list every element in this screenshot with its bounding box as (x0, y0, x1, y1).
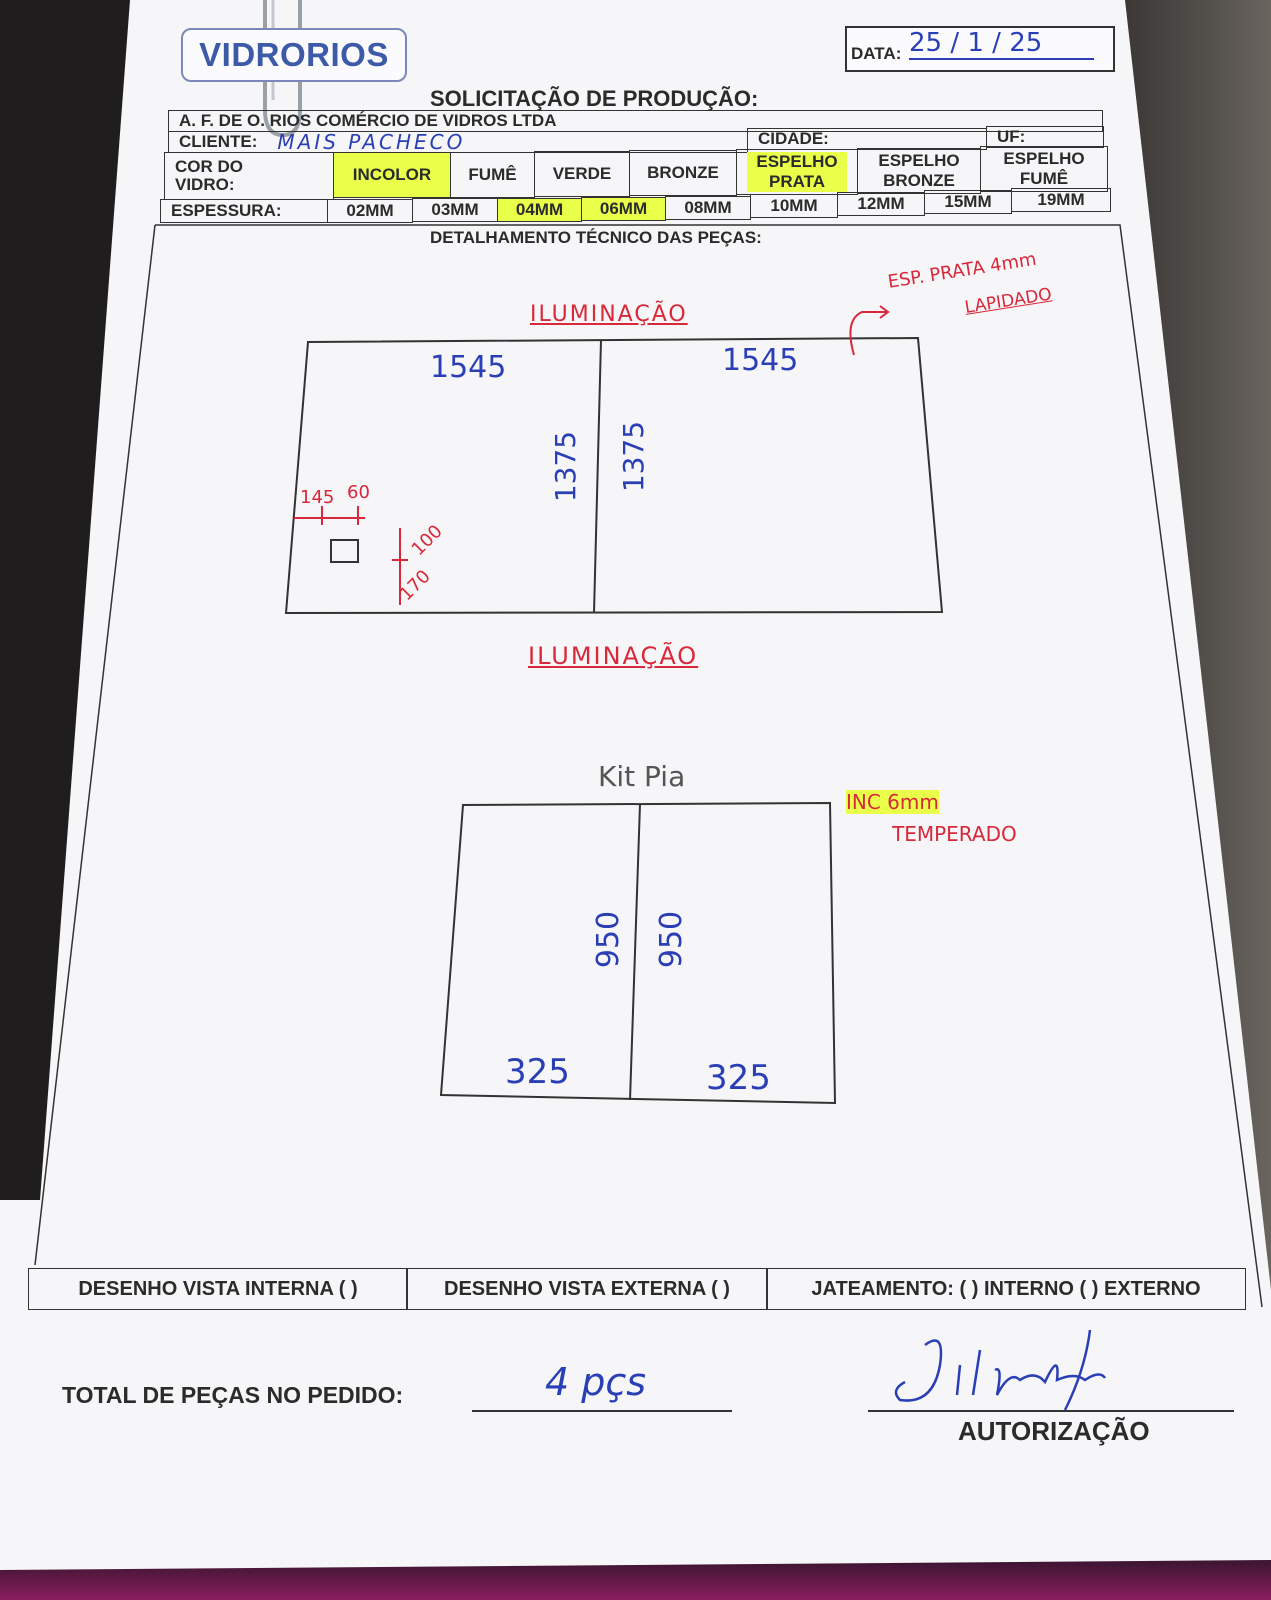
cor-espelho-fume-label: ESPELHO FUMÊ (1003, 149, 1085, 188)
cor-fume: FUMÊ (450, 152, 535, 198)
cor-label-cell: COR DO VIDRO: (164, 152, 334, 200)
cidade-label: CIDADE: (758, 129, 829, 148)
cor-espelho-prata: ESPELHO PRATA (736, 149, 858, 195)
jateamento-label: JATEAMENTO: ( ) INTERNO ( ) EXTERNO (811, 1277, 1201, 1300)
signature-mark (894, 1329, 1107, 1411)
autorizacao-label: AUTORIZAÇÃO (958, 1416, 1150, 1446)
drawing1-panels (284, 336, 944, 615)
drawing2-title: Kit Pia (598, 760, 686, 793)
drawing2-width-right: 325 (706, 1058, 771, 1098)
form-title: SOLICITAÇÃO DE PRODUÇÃO: (430, 86, 759, 111)
drawing1-label-top: ILUMINAÇÃO (530, 302, 688, 327)
esp-04mm: 04MM (497, 198, 582, 222)
drawing1-width-right: 1545 (722, 343, 799, 378)
cor-label: COR DO VIDRO: (175, 157, 243, 194)
date-value: 25 / 1 / 25 (909, 28, 1043, 58)
esp-15mm-label: 15MM (944, 192, 992, 211)
cidade-cell: CIDADE: (747, 128, 987, 150)
vista-interna-label: DESENHO VISTA INTERNA ( ) (78, 1277, 358, 1300)
dim-60: 60 (347, 482, 370, 503)
esp-15mm: 15MM (924, 190, 1012, 214)
cor-fume-label: FUMÊ (468, 165, 517, 184)
drawing2-note-line2: TEMPERADO (892, 822, 1017, 846)
company-logo: VIDRORIOS (181, 28, 407, 82)
note-arrow-icon (849, 305, 890, 356)
date-box: DATA: 25 / 1 / 25 (845, 26, 1115, 72)
dim-145: 145 (300, 487, 335, 508)
cor-verde-label: VERDE (552, 164, 612, 183)
espessura-label: ESPESSURA: (171, 201, 282, 220)
cliente-value: MAIS PACHECO (277, 130, 466, 154)
esp-12mm-label: 12MM (857, 194, 905, 213)
drawing2-height-left: 950 (591, 910, 627, 969)
cor-bronze-label: BRONZE (647, 163, 719, 182)
date-label: DATA: (851, 44, 902, 63)
cliente-label: CLIENTE: (179, 132, 258, 151)
drawing2-panels (439, 801, 837, 1105)
drawing2-height-right: 950 (654, 910, 690, 969)
uf-cell: UF: (986, 126, 1104, 148)
cor-verde: VERDE (534, 151, 630, 197)
cor-bronze: BRONZE (629, 150, 737, 196)
drawing1-width-left: 1545 (430, 350, 507, 385)
date-underline (909, 58, 1094, 60)
cor-espelho-bronze-label: ESPELHO BRONZE (878, 151, 960, 190)
esp-10mm-label: 10MM (770, 196, 818, 215)
company-name: A. F. DE O. RIOS COMÉRCIO DE VIDROS LTDA (179, 111, 557, 130)
cor-espelho-fume: ESPELHO FUMÊ (980, 146, 1108, 192)
esp-12mm: 12MM (837, 192, 925, 216)
cor-espelho-bronze: ESPELHO BRONZE (857, 148, 981, 194)
detail-frame (34, 224, 1263, 1308)
total-value: 4 pçs (545, 1360, 647, 1404)
total-line (472, 1410, 732, 1412)
detail-title: DETALHAMENTO TÉCNICO DAS PEÇAS: (430, 228, 762, 247)
cor-incolor: INCOLOR (333, 152, 451, 198)
drawing2-note-line1: INC 6mm (846, 790, 939, 814)
drawing1-height-right: 1375 (617, 420, 651, 493)
drawing1-height-left: 1375 (549, 430, 583, 503)
esp-08mm-label: 08MM (684, 198, 732, 217)
esp-19mm: 19MM (1011, 188, 1111, 212)
esp-06mm-label: 06MM (599, 199, 648, 218)
signature-line (868, 1410, 1234, 1412)
cor-espelho-prata-label: ESPELHO PRATA (747, 152, 847, 192)
esp-04mm-label: 04MM (515, 200, 564, 219)
total-label: TOTAL DE PEÇAS NO PEDIDO: (62, 1382, 404, 1408)
esp-19mm-label: 19MM (1037, 190, 1085, 209)
esp-02mm-label: 02MM (346, 201, 394, 220)
vista-externa-cell: DESENHO VISTA EXTERNA ( ) (406, 1268, 768, 1310)
cor-incolor-label: INCOLOR (352, 165, 432, 184)
vista-externa-label: DESENHO VISTA EXTERNA ( ) (444, 1277, 730, 1300)
uf-label: UF: (997, 127, 1026, 146)
jateamento-cell: JATEAMENTO: ( ) INTERNO ( ) EXTERNO (766, 1268, 1246, 1310)
esp-03mm-label: 03MM (431, 200, 479, 219)
esp-06mm: 06MM (581, 197, 666, 221)
drawing2-width-left: 325 (505, 1052, 570, 1092)
vista-interna-cell: DESENHO VISTA INTERNA ( ) (28, 1268, 408, 1310)
drawing1-label-bottom: ILUMINAÇÃO (528, 642, 699, 670)
